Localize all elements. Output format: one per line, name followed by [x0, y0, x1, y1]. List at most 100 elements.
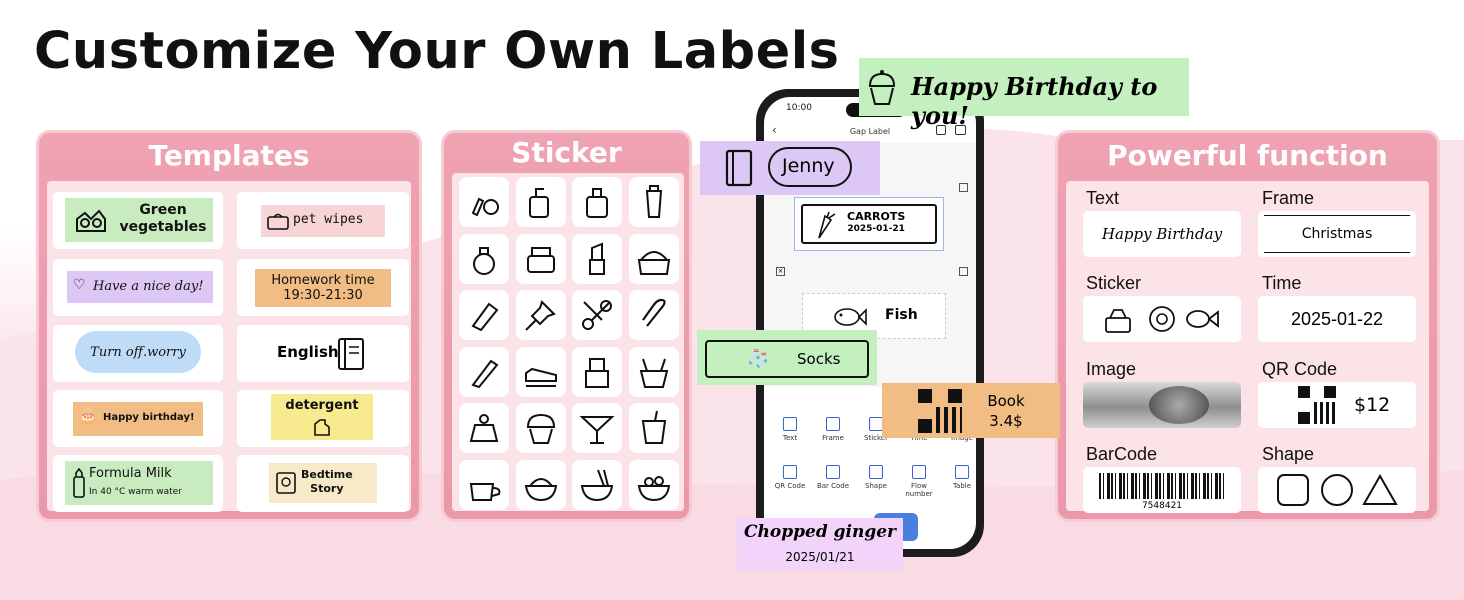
stapler-icon [524, 367, 557, 387]
template-card-bedtime-story[interactable]: Bedtime Story [237, 455, 409, 512]
lotion-tube-icon [645, 185, 662, 218]
template-card-green-vegetables[interactable]: Green vegetables [53, 192, 223, 249]
sticker-tile[interactable] [628, 346, 679, 397]
sticker-tile[interactable] [628, 233, 679, 284]
storybook-icon [276, 472, 296, 494]
feature-label-sticker: Sticker [1086, 273, 1142, 293]
template-card-pet-wipes[interactable]: pet wipes [237, 192, 409, 249]
template-text: Happy birthday! [103, 412, 195, 423]
toolbar-label: Sticker [864, 434, 888, 442]
feature-sample-text: Happy Birthday [1101, 225, 1223, 243]
toolbar-icon [955, 465, 969, 479]
feature-card-text[interactable]: Happy Birthday [1083, 211, 1241, 257]
template-card-turn-off-worry[interactable]: Turn off.worry [53, 325, 223, 382]
sticker-tile[interactable] [515, 403, 566, 453]
print-icon[interactable] [955, 125, 966, 135]
toolbar-icon [826, 417, 840, 431]
floating-label-ginger: Chopped ginger 2025/01/21 [737, 518, 903, 570]
sticker-tile[interactable] [515, 346, 566, 397]
delete-handle-icon[interactable]: × [776, 267, 785, 276]
label-carrots[interactable]: CARROTS 2025-01-21 [794, 197, 944, 251]
sticker-tile[interactable] [572, 177, 622, 227]
status-time: 10:00 [786, 103, 812, 113]
template-card-detergent[interactable]: detergent [237, 390, 409, 447]
sticker-tile[interactable] [459, 233, 509, 284]
feature-card-image[interactable] [1083, 382, 1241, 428]
toolbar-label: Time [910, 434, 928, 442]
save-icon[interactable] [936, 125, 946, 135]
toolbar-table[interactable]: Table [942, 465, 976, 490]
feature-card-qr-code[interactable]: $12 [1258, 382, 1416, 428]
toolbar-bar-code[interactable]: Bar Code [813, 465, 853, 490]
feature-label-time: Time [1262, 273, 1302, 293]
toolbar-label: Bar Code [816, 482, 850, 490]
toolbar-shape[interactable]: Shape [856, 465, 896, 490]
sticker-tile[interactable] [572, 459, 622, 510]
sticker-title: Sticker [511, 136, 622, 169]
template-text: pet wipes [293, 212, 364, 227]
feature-card-time[interactable]: 2025-01-22 [1258, 296, 1416, 342]
feature-card-shape[interactable] [1258, 467, 1416, 513]
barcode-icon [1099, 473, 1225, 499]
toolbar-qr-code[interactable]: QR Code [770, 465, 810, 490]
qr-code-icon [1298, 386, 1336, 424]
toolbar-frame[interactable]: Frame [813, 417, 853, 442]
sticker-tile[interactable] [459, 403, 509, 453]
sticker-tile[interactable] [515, 177, 566, 227]
sticker-tile[interactable] [572, 403, 622, 453]
sticker-tile[interactable] [628, 459, 679, 510]
template-text: Homework time [271, 273, 375, 288]
toolbar-label: Image [951, 434, 973, 442]
template-text: Have a nice day! [93, 279, 204, 294]
template-card-homework[interactable]: Homework time 19:30-21:30 [237, 259, 409, 316]
copy-handle-icon[interactable] [959, 267, 968, 276]
speech-bubble: Turn off.worry [75, 331, 201, 373]
socks-icon: 🧦 [747, 348, 770, 369]
template-text: detergent [285, 398, 359, 413]
sticker-tile[interactable] [459, 346, 509, 397]
cloud-shape [768, 147, 852, 187]
sticker-tile[interactable] [459, 459, 509, 510]
copy-handle-icon[interactable] [959, 183, 968, 192]
sticker-samples-icon [1105, 306, 1219, 333]
sticker-tile[interactable] [628, 403, 679, 453]
feature-card-barcode[interactable]: 7548421 [1083, 467, 1241, 513]
template-card-happy-birthday[interactable]: 🎂 Happy birthday! [53, 390, 223, 447]
powerful-title: Powerful function [1107, 139, 1388, 172]
toolbar-text[interactable]: Text [770, 417, 810, 442]
template-text: Turn off.worry [90, 344, 186, 360]
template-card-english[interactable]: English [237, 325, 409, 382]
floating-label-socks: 🧦 Socks [697, 330, 877, 385]
noodle-bowl-icon [580, 469, 614, 501]
sticker-tile[interactable] [459, 177, 509, 227]
sticker-tile[interactable] [572, 233, 622, 284]
sticker-tile[interactable] [572, 290, 622, 340]
feature-label-qr-code: QR Code [1262, 359, 1338, 379]
salad-bowl-icon [637, 475, 670, 501]
template-text: Green [139, 202, 187, 218]
sticker-tile[interactable] [628, 177, 679, 227]
template-card-nice-day[interactable]: ♡ Have a nice day! [53, 259, 223, 316]
toolbar-icon [783, 465, 797, 479]
toolbar-label: Flow number [905, 482, 933, 498]
cupcake-icon [868, 70, 896, 105]
sticker-panel: Sticker [441, 130, 692, 522]
sticker-tile[interactable] [515, 459, 566, 510]
heart-icon: ♡ [73, 277, 86, 293]
scissors-icon [582, 300, 612, 330]
sticker-tile[interactable] [572, 346, 622, 397]
sticker-tile[interactable] [628, 290, 679, 340]
sticker-tile[interactable] [459, 290, 509, 340]
sticker-tile[interactable] [515, 233, 566, 284]
label-text: 2025-01-21 [847, 224, 905, 234]
feature-card-sticker[interactable] [1083, 296, 1241, 342]
sticker-tile[interactable] [515, 290, 566, 340]
feature-card-frame[interactable]: Christmas [1258, 211, 1416, 257]
template-card-formula-milk[interactable]: Formula Milk In 40 °C warm water [53, 455, 223, 512]
toolbar-flow-number[interactable]: Flow number [899, 465, 939, 498]
floating-label-book: Book 3.4$ [882, 383, 1060, 438]
rice-bowl-icon [524, 477, 557, 501]
notebook-icon [725, 149, 753, 187]
bottle-icon [73, 468, 85, 498]
back-arrow-icon[interactable]: ‹ [772, 123, 777, 137]
